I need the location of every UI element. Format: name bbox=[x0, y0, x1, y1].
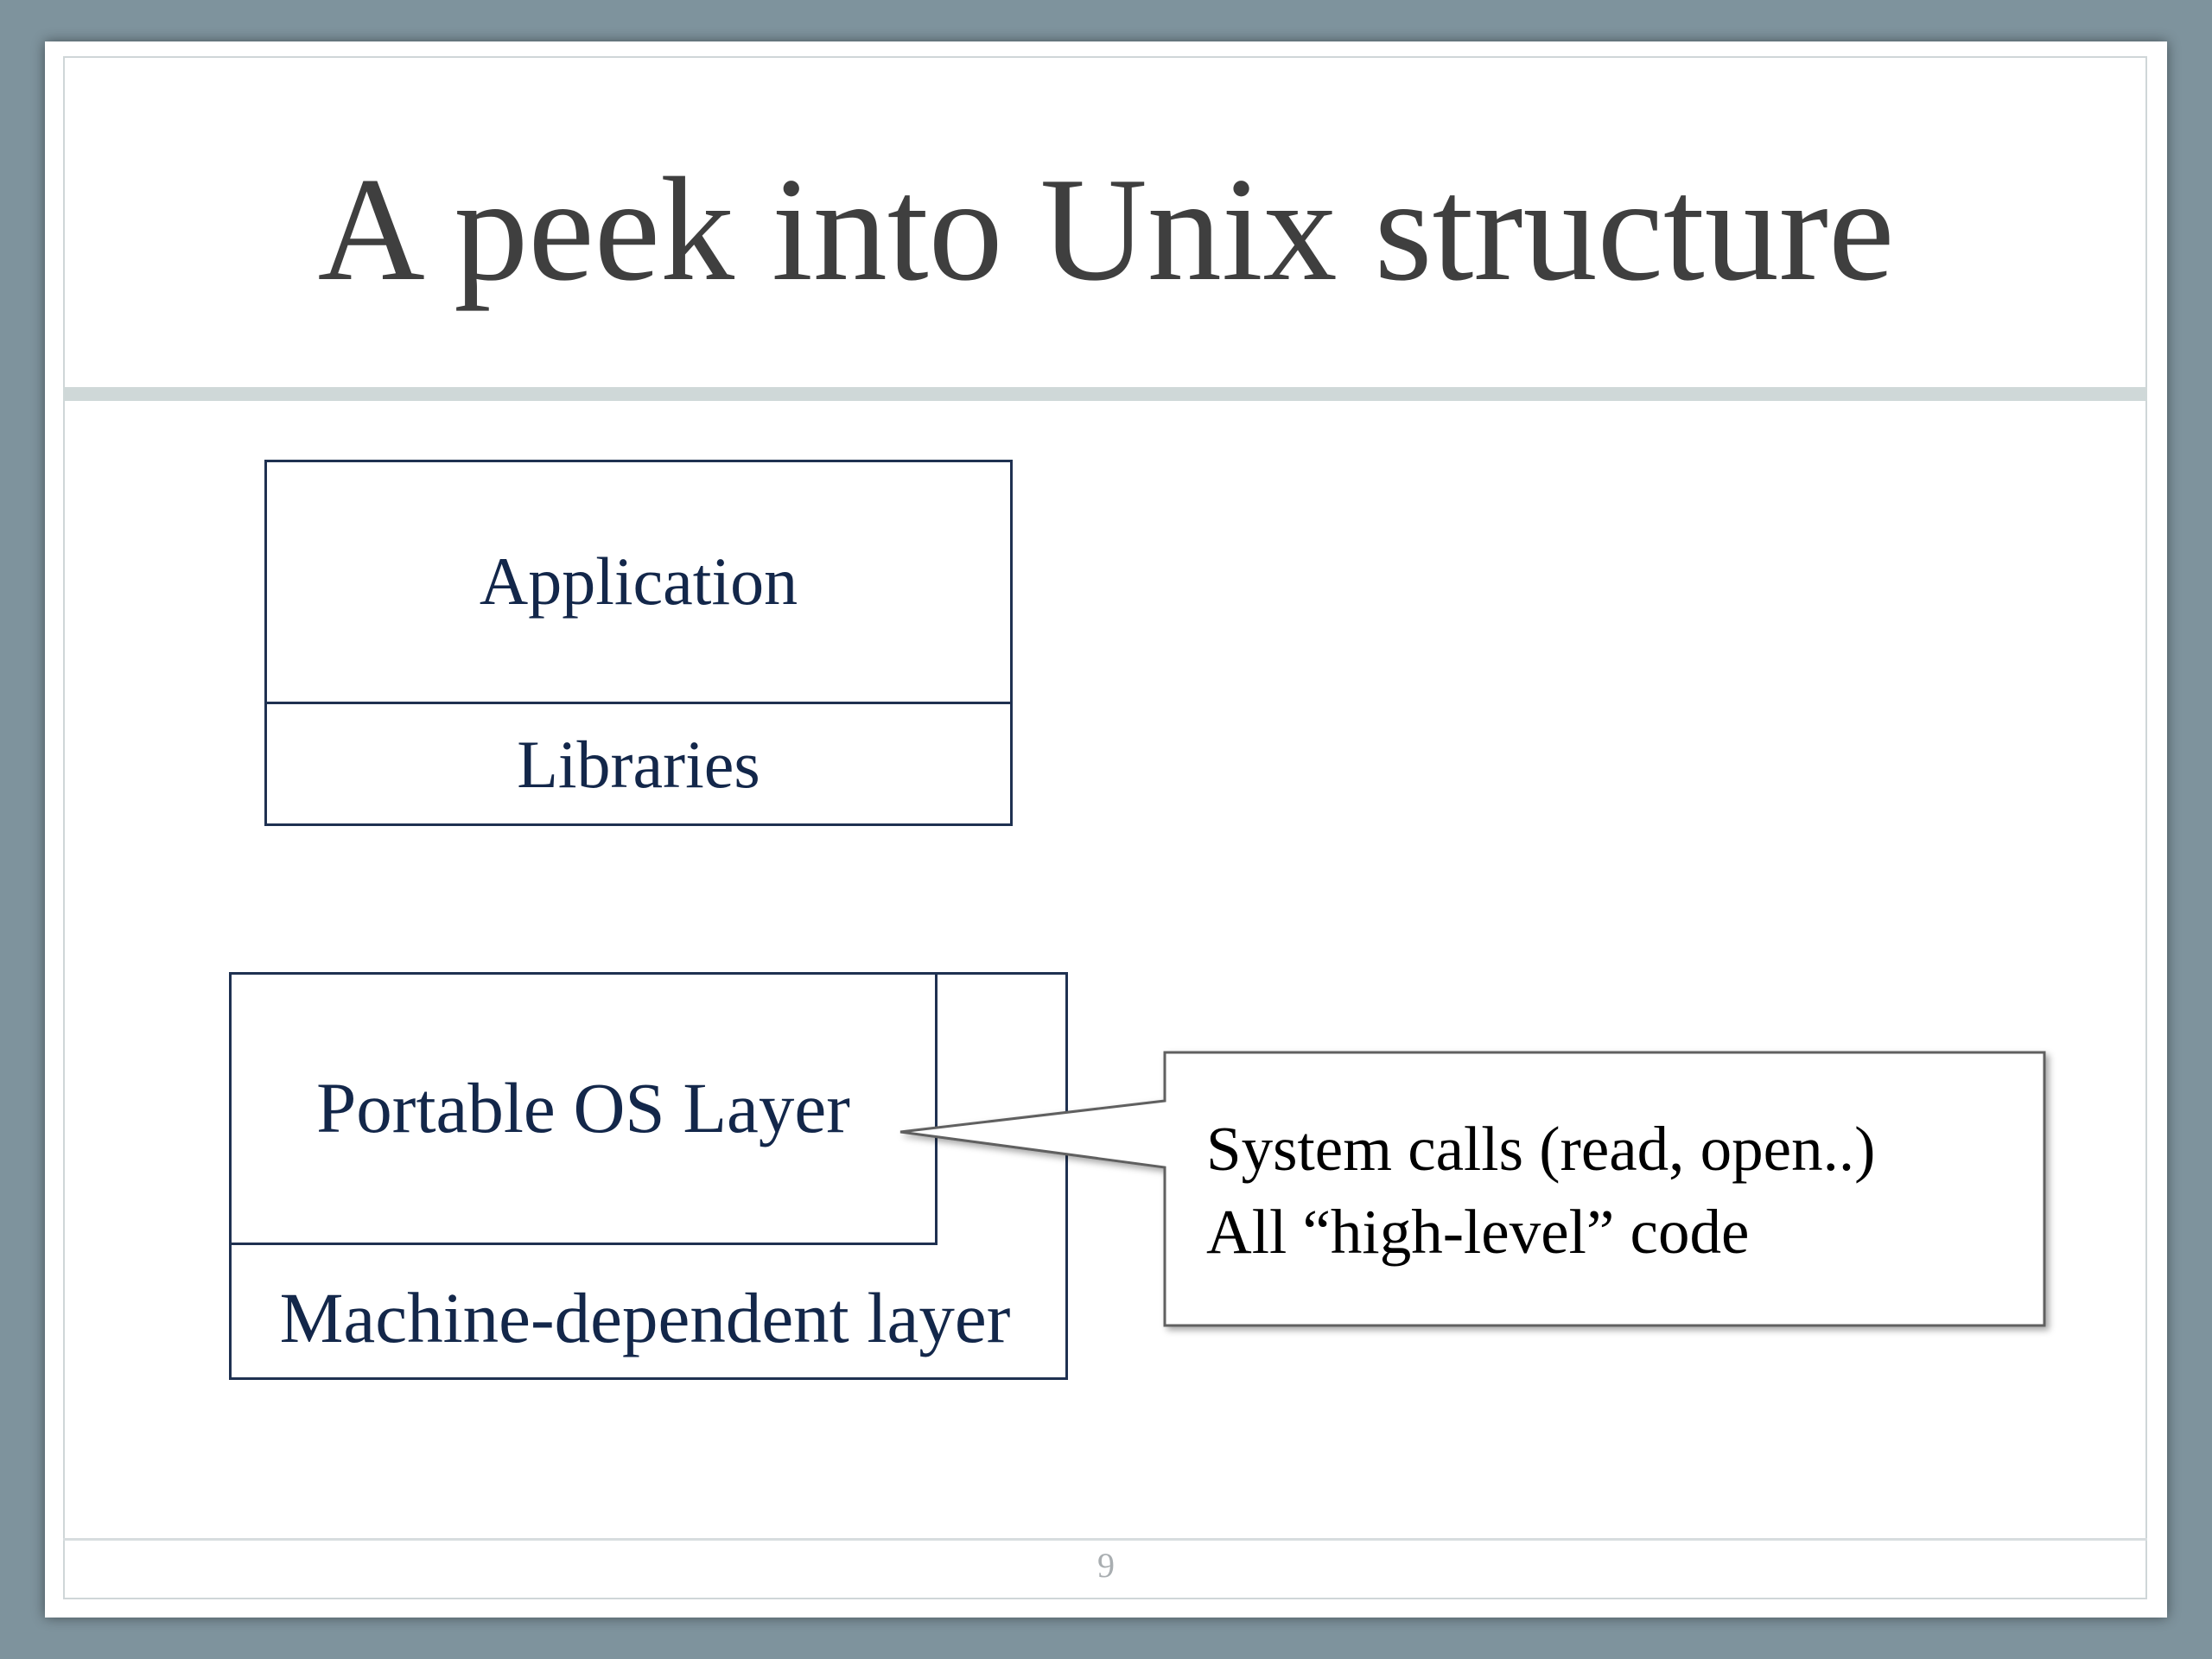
footer-divider bbox=[63, 1538, 2147, 1541]
machine-dependent-layer-label: Machine-dependent layer bbox=[279, 1278, 1011, 1357]
libraries-label: Libraries bbox=[517, 727, 760, 802]
application-label: Application bbox=[479, 543, 798, 619]
portable-os-layer-label: Portable OS Layer bbox=[316, 1068, 850, 1147]
callout-shape bbox=[899, 1051, 2046, 1327]
portable-os-layer-box: Portable OS Layer bbox=[229, 972, 938, 1245]
callout-line-2: All “high-level” code bbox=[1206, 1197, 1750, 1267]
slide-frame bbox=[63, 56, 2147, 1599]
callout-text: System calls (read, open..) All “high-le… bbox=[1206, 1108, 1875, 1274]
application-box: Application bbox=[264, 460, 1013, 704]
slide-title: A peek into Unix structure bbox=[317, 148, 1895, 312]
callout-line-1: System calls (read, open..) bbox=[1206, 1114, 1876, 1184]
title-divider bbox=[63, 387, 2147, 401]
callout-bubble bbox=[899, 1051, 2046, 1327]
libraries-box: Libraries bbox=[264, 702, 1013, 826]
slide: A peek into Unix structure Application L… bbox=[45, 41, 2167, 1618]
page-number: 9 bbox=[1097, 1546, 1115, 1585]
